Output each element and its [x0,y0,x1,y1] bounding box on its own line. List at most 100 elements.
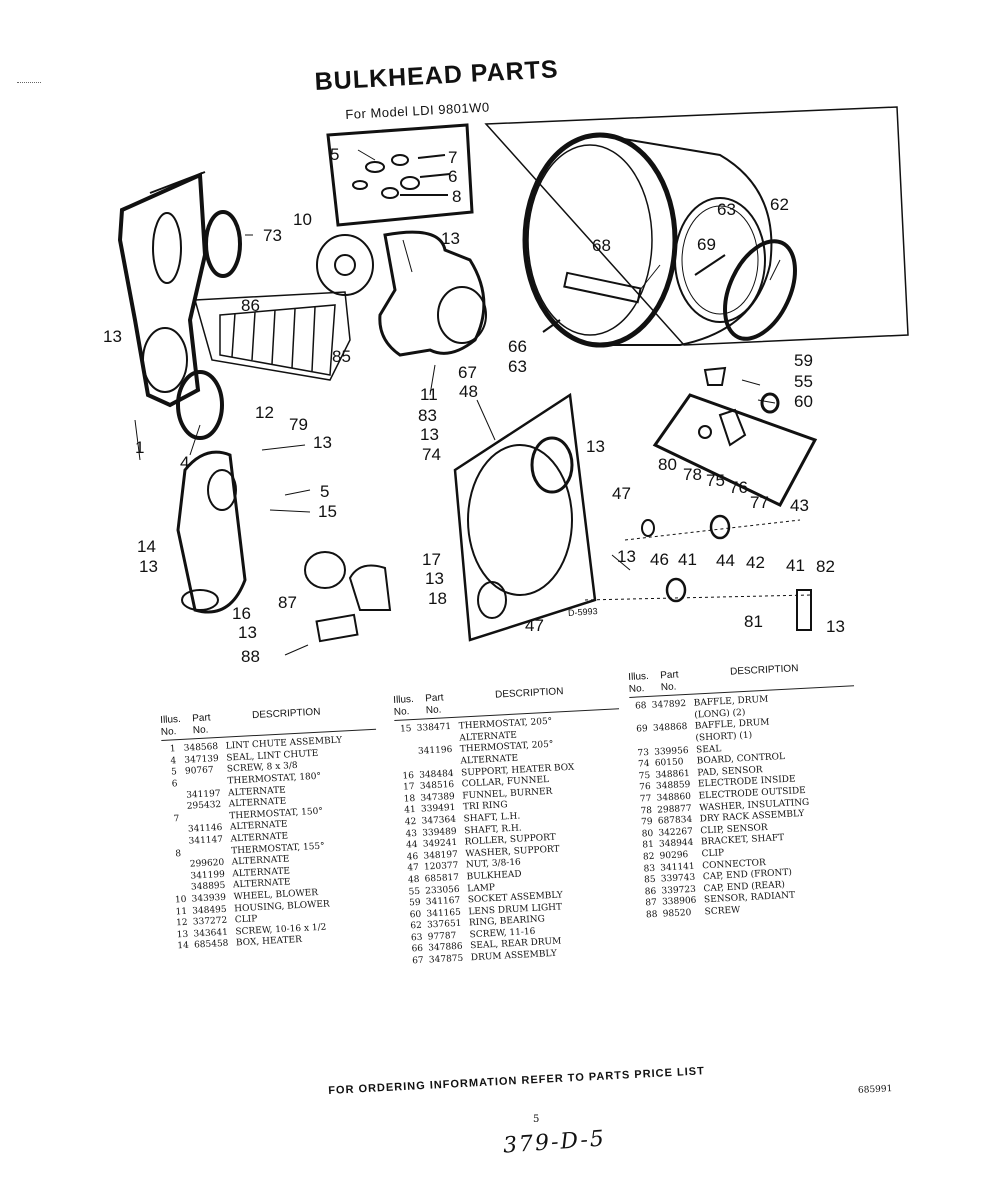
illus-number: 67 [411,955,424,967]
bulkhead [453,392,597,642]
support-washer [641,519,655,537]
callout-88: 88 [241,647,260,666]
callout-62: 62 [770,195,789,214]
callout-47-b: 47 [525,616,544,635]
callout-75: 75 [706,471,725,490]
support-roller-lower [665,577,687,603]
part-number: 98520 [662,907,692,920]
callout-4: 4 [180,453,189,472]
callout-13-i: 13 [826,617,845,636]
part-number: 685458 [193,939,229,951]
callout-74: 74 [422,445,441,464]
callout-13-a: 13 [103,327,122,346]
scan-mark [17,82,41,85]
callout-8: 8 [452,187,461,206]
sensor-inset-box [652,393,818,507]
callout-15: 15 [318,502,337,521]
callout-76: 76 [729,478,748,497]
callout-59: 59 [794,351,813,370]
ordering-footer: FOR ORDERING INFORMATION REFER TO PARTS … [328,1065,706,1097]
callout-41-a: 41 [678,550,697,569]
callout-6: 6 [448,167,457,186]
shaft-bracket [796,589,812,631]
callout-12: 12 [255,403,274,422]
callout-5-inset: 5 [330,145,339,164]
callout-63-b: 63 [508,357,527,376]
bearing-ring [723,239,797,341]
callout-68: 68 [592,236,611,255]
callout-5: 5 [320,482,329,501]
callout-82: 82 [816,557,835,576]
blower-housing [378,230,487,357]
header-description: DESCRIPTION [251,706,321,722]
callout-11: 11 [420,385,438,404]
callout-16: 16 [232,604,251,623]
lint-chute-assembly [117,171,208,408]
header-part: Part No. [659,669,679,693]
header-illus: Illus. No. [160,713,182,738]
callout-87: 87 [278,593,297,612]
drum-group-frame [484,106,909,346]
header-part: Part No. [191,712,211,736]
header-description: DESCRIPTION [729,663,799,678]
part-number: 347875 [428,953,464,966]
lens-drum-light [760,392,780,414]
callout-66: 66 [508,337,527,356]
callout-13-f: 13 [139,557,158,576]
callout-13-h: 13 [238,623,257,642]
handwritten-note: 379-D-5 [502,1126,607,1159]
callout-14: 14 [137,537,156,556]
callout-13-d: 13 [420,425,439,444]
heater-box [176,450,247,614]
callout-80: 80 [658,455,677,474]
callout-41-b: 41 [786,556,805,575]
callout-13-j: 13 [617,547,636,566]
callout-13-g: 13 [425,569,444,588]
callout-46: 46 [650,550,669,569]
callout-43: 43 [790,496,809,515]
blower-wheel [316,234,374,296]
header-description: DESCRIPTION [494,686,564,701]
callout-79: 79 [289,415,308,434]
callout-13-e: 13 [586,437,605,456]
callout-60: 60 [794,392,813,411]
callout-10: 10 [293,210,312,229]
support-roller-upper [709,514,731,540]
radiant-sensor [315,613,359,643]
dry-rack-assembly [194,291,351,381]
header-illus: Illus. No. [628,670,650,695]
callout-67: 67 [458,363,477,382]
page-number: 5 [533,1114,540,1125]
callout-85: 85 [332,347,351,366]
callout-55: 55 [794,372,813,391]
lint-chute-seal-lower [176,370,224,440]
header-part: Part No. [424,692,444,716]
callout-78: 78 [683,465,702,484]
burner-funnel [348,564,392,611]
callout-47-a: 47 [612,484,631,503]
callout-13-b: 13 [441,229,460,248]
callout-83: 83 [418,406,437,425]
callout-42: 42 [746,553,765,572]
funnel-collar [304,551,346,589]
callout-69: 69 [697,235,716,254]
callout-63-a: 63 [717,200,736,219]
callout-86: 86 [241,296,260,315]
illus-number: 88 [645,909,658,921]
drum-assembly [522,132,773,348]
callout-81: 81 [744,612,763,631]
callout-48: 48 [459,382,478,401]
callout-1: 1 [135,438,144,457]
callout-73: 73 [263,226,282,245]
diagram-code: D-5993 [567,605,598,619]
lint-chute-seal [204,210,242,278]
callout-13-c: 13 [313,433,332,452]
header-illus: Illus. No. [393,693,415,718]
callout-17: 17 [422,550,441,569]
callout-7: 7 [448,148,457,167]
socket-assembly [703,366,727,386]
callout-44: 44 [716,551,735,570]
